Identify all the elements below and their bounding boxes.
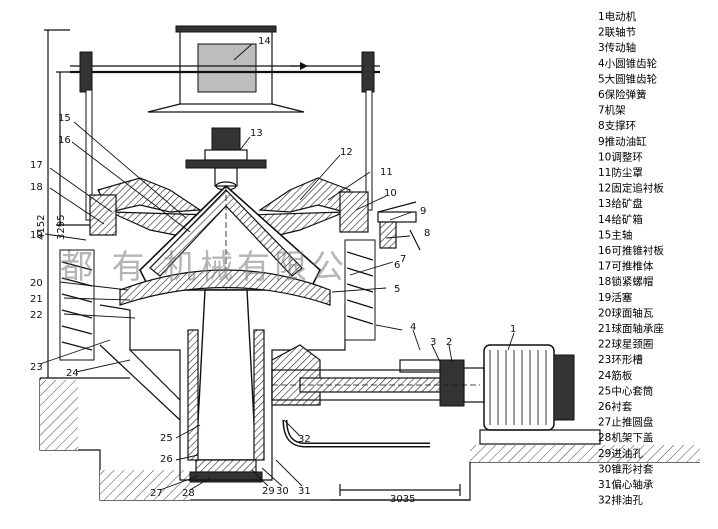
part-label-19: 19 xyxy=(30,230,43,241)
part-label-9: 9 xyxy=(420,206,426,217)
legend-item: 11防尘罩 xyxy=(598,166,643,179)
legend-item: 20球面轴瓦 xyxy=(598,306,654,319)
leader-lines xyxy=(39,43,515,491)
parts-legend: 1电动机 2联轴节 3传动轴 4小圆锥齿轮 5大圆锥齿轮 6保险弹簧 7机架 8支撑环 9推动油… xyxy=(598,10,664,507)
part-label-20: 20 xyxy=(30,278,43,289)
part-label-10: 10 xyxy=(384,188,397,199)
part-label-7: 7 xyxy=(400,254,406,265)
legend-item: 1电动机 xyxy=(598,10,637,23)
part-label-4: 4 xyxy=(410,322,416,333)
legend-item: 31偏心轴承 xyxy=(598,478,654,491)
legend-item: 23环形槽 xyxy=(598,354,643,366)
dimension-base-width: 3035 xyxy=(390,494,415,505)
part-label-21: 21 xyxy=(30,294,43,305)
part-label-23: 23 xyxy=(30,362,43,373)
part-label-15: 15 xyxy=(58,113,71,124)
part-label-12: 12 xyxy=(340,147,353,158)
legend-item: 10调整环 xyxy=(598,150,643,163)
legend-item: 7机架 xyxy=(598,104,626,117)
legend-item: 29进油孔 xyxy=(598,447,643,460)
legend-item: 14给矿箱 xyxy=(598,213,643,226)
legend-item: 30锥形衬套 xyxy=(598,462,654,475)
hydraulic-cylinder xyxy=(377,201,421,251)
dimension-lines xyxy=(44,29,461,496)
legend-item: 4小圆锥齿轮 xyxy=(598,57,658,70)
part-label-8: 8 xyxy=(424,228,430,239)
legend-item: 3传动轴 xyxy=(598,41,636,54)
watermark: 都 有 机械有限公 xyxy=(60,247,348,286)
part-label-6: 6 xyxy=(394,260,400,271)
legend-item: 17可推椎体 xyxy=(598,260,654,273)
legend-item: 32排油孔 xyxy=(598,494,643,507)
part-label-31: 31 xyxy=(298,486,311,497)
part-label-16: 16 xyxy=(58,135,71,146)
legend-item: 18锁紧螺帽 xyxy=(598,275,653,288)
part-label-32: 32 xyxy=(298,434,311,445)
legend-item: 24筋板 xyxy=(598,369,633,382)
part-label-27: 27 xyxy=(150,488,163,499)
part-label-26: 26 xyxy=(160,454,173,465)
part-label-28: 28 xyxy=(182,488,195,499)
part-label-24: 24 xyxy=(66,368,79,379)
drive-train xyxy=(271,344,480,448)
frame-body xyxy=(59,239,376,481)
legend-item: 25中心套筒 xyxy=(598,384,653,397)
part-label-5: 5 xyxy=(394,284,400,295)
legend-item: 21球面轴承座 xyxy=(598,322,664,335)
foundation xyxy=(39,377,700,501)
part-label-3: 3 xyxy=(430,337,436,348)
legend-item: 22球星颈圈 xyxy=(598,338,653,351)
legend-item: 8支撑环 xyxy=(598,119,636,132)
legend-item: 16可推锥衬板 xyxy=(598,244,664,257)
legend-item: 5大圆锥齿轮 xyxy=(598,72,658,85)
part-label-14: 14 xyxy=(258,36,271,47)
legend-item: 15主轴 xyxy=(598,228,632,241)
electric-motor xyxy=(463,344,601,445)
part-label-1: 1 xyxy=(510,324,516,335)
bearing-and-shaft xyxy=(119,269,331,483)
part-label-22: 22 xyxy=(30,310,43,321)
part-label-2: 2 xyxy=(446,337,452,348)
feed-box xyxy=(147,25,305,113)
legend-item: 13给矿盘 xyxy=(598,197,643,210)
part-label-25: 25 xyxy=(160,433,173,444)
legend-item: 6保险弹簧 xyxy=(598,88,647,101)
part-label-17: 17 xyxy=(30,160,43,171)
moving-cone xyxy=(139,184,321,470)
part-label-30: 30 xyxy=(276,486,289,497)
legend-item: 12固定追衬板 xyxy=(598,182,664,195)
dimension-total-height: 4152 xyxy=(36,215,47,240)
legend-item: 2联轴节 xyxy=(598,26,636,39)
part-label-29: 29 xyxy=(262,486,275,497)
legend-item: 26衬套 xyxy=(598,400,633,413)
part-label-11: 11 xyxy=(380,167,393,178)
legend-item: 27止推圆盘 xyxy=(598,416,654,429)
legend-item: 19活塞 xyxy=(598,291,633,304)
part-label-18: 18 xyxy=(30,182,43,193)
legend-item: 28机架下盖 xyxy=(598,431,654,444)
legend-item: 9推动油缸 xyxy=(598,135,647,148)
part-label-13: 13 xyxy=(250,128,263,139)
part-number-labels: 1 2 3 4 5 6 7 8 9 10 11 12 13 14 15 16 1… xyxy=(30,36,516,499)
dimension-upper-height: 3295 xyxy=(56,215,67,240)
